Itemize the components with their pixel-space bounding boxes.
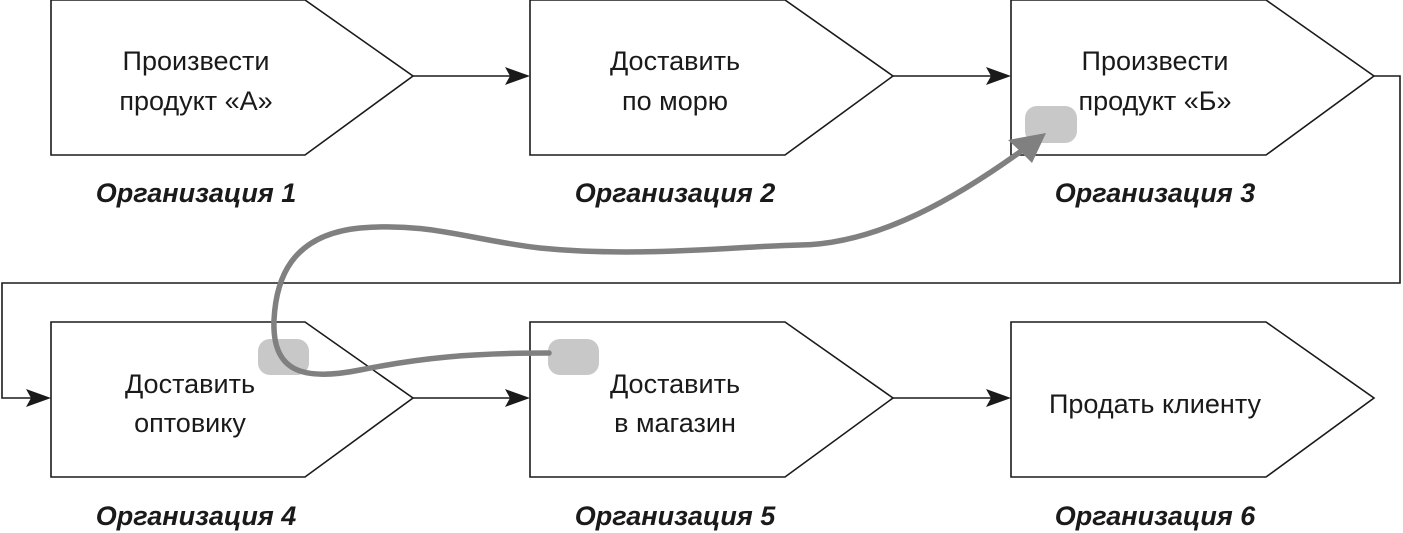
step-6-line-1: Продать клиенту — [1049, 389, 1262, 419]
connector-5-6 — [893, 389, 1011, 407]
step-2-line-2: по морю — [622, 86, 728, 116]
step-shape-3 — [1010, 0, 1376, 156]
org-label-6: Организация 6 — [1055, 501, 1256, 531]
step-5-line-1: Доставить — [610, 369, 740, 399]
step-1-line-2: продукт «А» — [119, 86, 272, 116]
step-shape-5 — [529, 321, 895, 478]
step-4-line-1: Доставить — [125, 369, 255, 399]
step-1-line-1: Произвести — [123, 46, 270, 76]
step-3-line-1: Произвести — [1082, 46, 1229, 76]
step-4-line-2: оптовику — [134, 408, 246, 438]
org-label-4: Организация 4 — [96, 501, 297, 531]
org-label-5: Организация 5 — [575, 501, 776, 531]
step-shape-6 — [1010, 321, 1376, 478]
step-shape-2 — [529, 0, 895, 156]
step-2-line-1: Доставить — [610, 46, 740, 76]
connector-1-2 — [413, 67, 530, 85]
connector-4-5 — [413, 389, 530, 407]
step-shape-4 — [50, 321, 415, 478]
marker-step-5 — [548, 339, 599, 375]
step-3-line-2: продукт «Б» — [1078, 86, 1231, 116]
org-label-1: Организация 1 — [96, 178, 297, 208]
org-label-3: Организация 3 — [1055, 178, 1256, 208]
shortcut-flow-arrow — [271, 149, 1023, 378]
connector-3-4 — [1, 75, 1401, 407]
connector-2-3 — [893, 67, 1011, 85]
marker-step-3 — [1025, 106, 1077, 143]
step-5-line-2: в магазин — [614, 408, 736, 438]
org-label-2: Организация 2 — [575, 178, 776, 208]
step-shape-1 — [50, 0, 415, 156]
shortcut-arrowhead — [1008, 133, 1046, 163]
